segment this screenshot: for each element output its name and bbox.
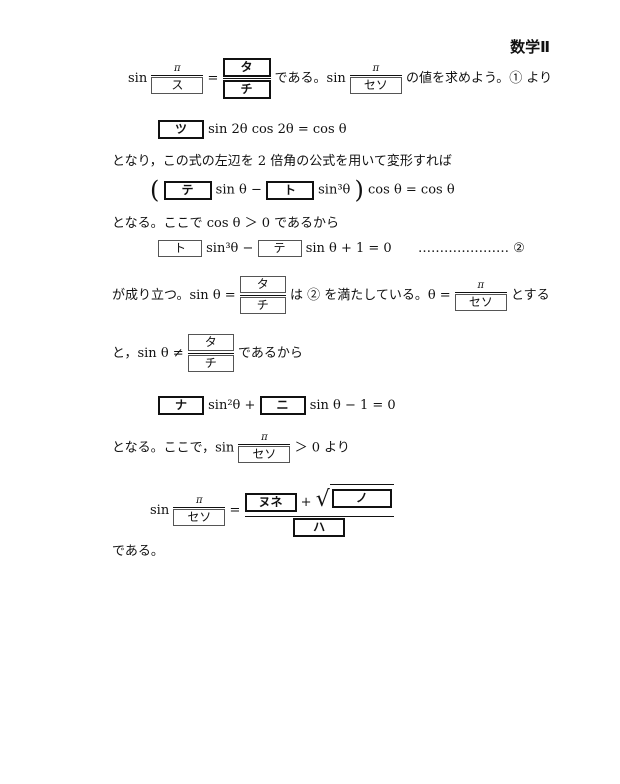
line-4: ト sin³θ − テ sin θ + 1 = 0 ………………… ② [158, 240, 525, 257]
answer-box-seso-4[interactable]: セソ [173, 508, 226, 526]
fraction-ta-over-chi: タ チ [222, 58, 271, 99]
fraction-ta-over-chi-2: タ チ [239, 276, 286, 315]
fraction-ta-over-chi-3: タ チ [187, 334, 234, 373]
answer-box-ni[interactable]: ニ [259, 396, 306, 415]
text-positive-so: ＞ 0 より [294, 440, 350, 456]
line-9: sin π セソ = ヌネ + √ ノ ハ [150, 484, 394, 537]
answer-box-nune[interactable]: ヌネ [244, 493, 297, 512]
paragraph-end: である。 [112, 544, 164, 559]
equation-sin2-cos2: sin 2θ cos 2θ = cos θ [208, 122, 347, 137]
fraction-pi-over-seso-3: π セソ [238, 432, 291, 464]
pi-numerator: π [372, 62, 380, 74]
radical-sign-icon: √ [315, 487, 330, 512]
fraction-pi-over-seso-2: π セソ [454, 279, 507, 312]
right-paren: ) [354, 176, 364, 204]
text-find-value: の値を求めよう。① より [406, 71, 553, 86]
sin-theta-minus: sin θ − [215, 182, 262, 198]
answer-box-seso-3[interactable]: セソ [238, 446, 291, 463]
answer-box-ta-2[interactable]: タ [239, 276, 286, 293]
answer-box-na[interactable]: ナ [158, 396, 204, 415]
sin-text: sin [150, 503, 170, 518]
answer-box-chi-2[interactable]: チ [239, 297, 286, 314]
sin-cubed-theta: sin³θ [318, 182, 351, 198]
answer-box-te[interactable]: テ [163, 180, 212, 200]
left-paren: ( [150, 176, 160, 204]
answer-box-seso-2[interactable]: セソ [454, 293, 507, 311]
fraction-pi-over-su: π ス [151, 62, 204, 95]
line-6: と，sin θ ≠ タ チ であるから [112, 334, 303, 373]
answer-box-te-2[interactable]: テ [257, 240, 302, 257]
square-root: √ ノ [316, 484, 394, 511]
equals-sign: = [207, 71, 219, 86]
line-3: ( テ sin θ − ト sin³θ ) cos θ = cos θ [150, 176, 455, 204]
text-here-sin: となる。ここで，sin [112, 440, 235, 456]
fraction-pi-over-seso: π セソ [349, 62, 402, 95]
answer-box-ta[interactable]: タ [222, 58, 271, 77]
answer-box-seso[interactable]: セソ [349, 76, 402, 94]
line-2: ツ sin 2θ cos 2θ = cos θ [158, 120, 347, 139]
answer-box-to-2[interactable]: ト [158, 240, 202, 257]
paragraph-cos-positive: となる。ここで cos θ ＞ 0 であるから [112, 216, 340, 231]
line-5: が成り立つ。sin θ = タ チ は ② を満たしている。θ = π セソ と… [112, 276, 550, 315]
sin-cubed-minus: sin³θ − [206, 241, 254, 256]
equation-marker-2: ② [513, 241, 525, 256]
answer-box-ta-3[interactable]: タ [187, 334, 234, 351]
equation-rest: sin θ + 1 = 0 [305, 241, 392, 256]
leader-dots: ………………… [418, 241, 509, 256]
sin-text: sin [128, 71, 148, 86]
line-7: ナ sin²θ + ニ sin θ − 1 = 0 [158, 396, 396, 415]
sin-squared-plus: sin²θ + [208, 398, 256, 413]
text-satisfies: は ② を満たしている。θ = [289, 288, 451, 303]
line-8: となる。ここで，sin π セソ ＞ 0 より [112, 432, 350, 464]
text-holds-sin-theta: が成り立つ。sin θ = [112, 288, 236, 303]
answer-box-ha[interactable]: ハ [293, 518, 346, 537]
subject-header: 数学Ⅱ [510, 38, 550, 56]
answer-box-no[interactable]: ノ [331, 489, 392, 508]
plus-sign: + [300, 495, 312, 510]
pi-numerator: π [196, 494, 203, 506]
answer-box-su[interactable]: ス [151, 76, 204, 94]
equals-sign: = [229, 503, 241, 518]
pi-numerator: π [261, 432, 268, 443]
equation-rest-2: sin θ − 1 = 0 [309, 398, 396, 413]
paragraph-double-angle: となり，この式の左辺を 2 倍角の公式を用いて変形すれば [112, 154, 452, 169]
answer-box-tsu[interactable]: ツ [158, 120, 204, 139]
fraction-pi-over-seso-4: π セソ [173, 494, 226, 527]
pi-numerator: π [477, 279, 485, 291]
cos-equation: cos θ = cos θ [368, 182, 455, 198]
answer-box-chi-3[interactable]: チ [187, 355, 234, 372]
text-dearu-sin: である。sin [274, 71, 346, 86]
pi-numerator: π [174, 62, 181, 74]
answer-box-chi[interactable]: チ [222, 80, 271, 99]
fraction-result: ヌネ + √ ノ ハ [244, 484, 394, 537]
text-therefore: であるから [237, 346, 303, 361]
text-suppose: とする [510, 288, 550, 303]
line-1: sin π ス = タ チ である。sin π セソ の値を求めよう。① より [128, 58, 552, 99]
text-sin-not-equal: と，sin θ ≠ [112, 346, 184, 361]
answer-box-to[interactable]: ト [265, 180, 314, 200]
